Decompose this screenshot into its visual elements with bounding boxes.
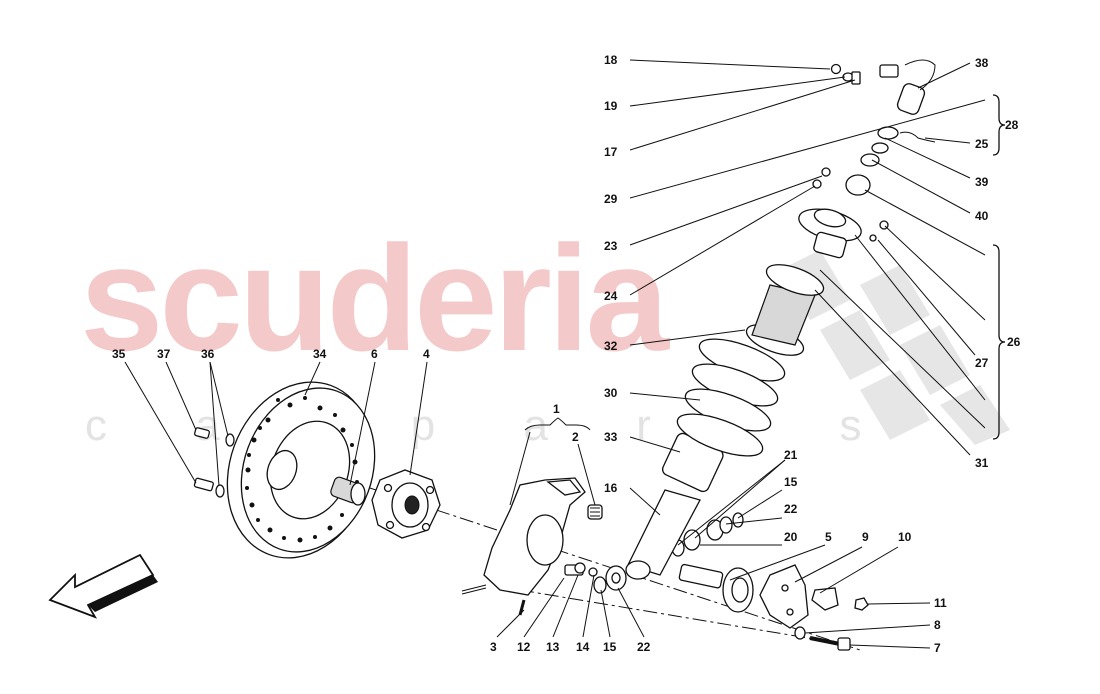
callout-36: 36 [201, 347, 215, 361]
callout-19: 19 [604, 99, 618, 113]
callout-22-lower: 22 [637, 640, 651, 654]
callout-18: 18 [604, 53, 618, 67]
callout-39: 39 [975, 175, 989, 189]
callout-10: 10 [898, 530, 912, 544]
bump-stop [745, 264, 825, 356]
callout-17: 17 [604, 145, 618, 159]
brace-26 [992, 244, 1006, 440]
callout-38: 38 [975, 56, 989, 70]
callout-26: 26 [1007, 335, 1021, 349]
disc-screw [194, 427, 235, 447]
callout-30: 30 [604, 386, 618, 400]
bracket-nut [854, 597, 869, 611]
shock-absorber [625, 432, 724, 580]
top-mount [798, 208, 862, 259]
callout-5: 5 [825, 530, 832, 544]
callout-6: 6 [371, 347, 378, 361]
front-direction-arrow-icon [48, 553, 158, 619]
callout-23: 23 [604, 239, 618, 253]
callout-34: 34 [313, 347, 327, 361]
plate-bracket [811, 587, 839, 611]
callout-4: 4 [423, 347, 430, 361]
callout-15-lower: 15 [603, 640, 617, 654]
lower-small-parts [574, 562, 627, 594]
mounting-plate [759, 564, 809, 629]
callout-33: 33 [604, 430, 618, 444]
callout-27: 27 [975, 356, 989, 370]
callout-7: 7 [934, 641, 941, 655]
hub-bearing [371, 469, 441, 539]
callout-15-upper: 15 [784, 475, 798, 489]
callout-31: 31 [975, 456, 989, 470]
callout-14: 14 [576, 640, 590, 654]
checkered-flag-watermark [780, 250, 1010, 445]
callout-32: 32 [604, 339, 618, 353]
callout-20: 20 [784, 530, 798, 544]
leader-lines [124, 59, 986, 649]
wheel-upright [461, 477, 586, 596]
callout-9: 9 [862, 530, 869, 544]
lower-axis-line [519, 589, 821, 641]
callout-28: 28 [1005, 118, 1019, 132]
callout-labels: 18 19 17 29 23 24 32 30 33 16 38 28 25 3… [112, 53, 1021, 655]
watermark: scuderia c a r p a r t s [80, 214, 1010, 450]
callout-25: 25 [975, 137, 989, 151]
coil-spring [676, 338, 786, 457]
brace-28 [992, 94, 1006, 156]
callout-8: 8 [934, 618, 941, 632]
disc-bolt [193, 477, 225, 498]
callout-22-upper: 22 [784, 502, 798, 516]
callout-37: 37 [157, 347, 171, 361]
brake-disc [226, 381, 376, 559]
drive-shaft [678, 563, 754, 613]
callout-1: 1 [553, 402, 560, 416]
callout-35: 35 [112, 347, 126, 361]
callout-11: 11 [934, 596, 947, 610]
long-bolt [809, 636, 851, 651]
callout-2: 2 [572, 430, 579, 444]
callout-13: 13 [546, 640, 560, 654]
callout-21: 21 [784, 448, 798, 462]
callout-16: 16 [604, 481, 618, 495]
watermark-subtitle: c a r p a r t s [85, 401, 900, 450]
callout-29: 29 [604, 192, 618, 206]
wheel-hub [330, 476, 366, 506]
callout-24: 24 [604, 289, 618, 303]
callout-12: 12 [517, 640, 531, 654]
upright-spring [587, 504, 603, 520]
watermark-brand: scuderia [80, 214, 671, 382]
callout-3: 3 [490, 640, 497, 654]
bolt-washer [794, 626, 806, 640]
upright-pin [518, 599, 526, 616]
shock-bushes [671, 512, 744, 557]
upper-small-parts [812, 59, 936, 242]
callout-40: 40 [975, 209, 989, 223]
